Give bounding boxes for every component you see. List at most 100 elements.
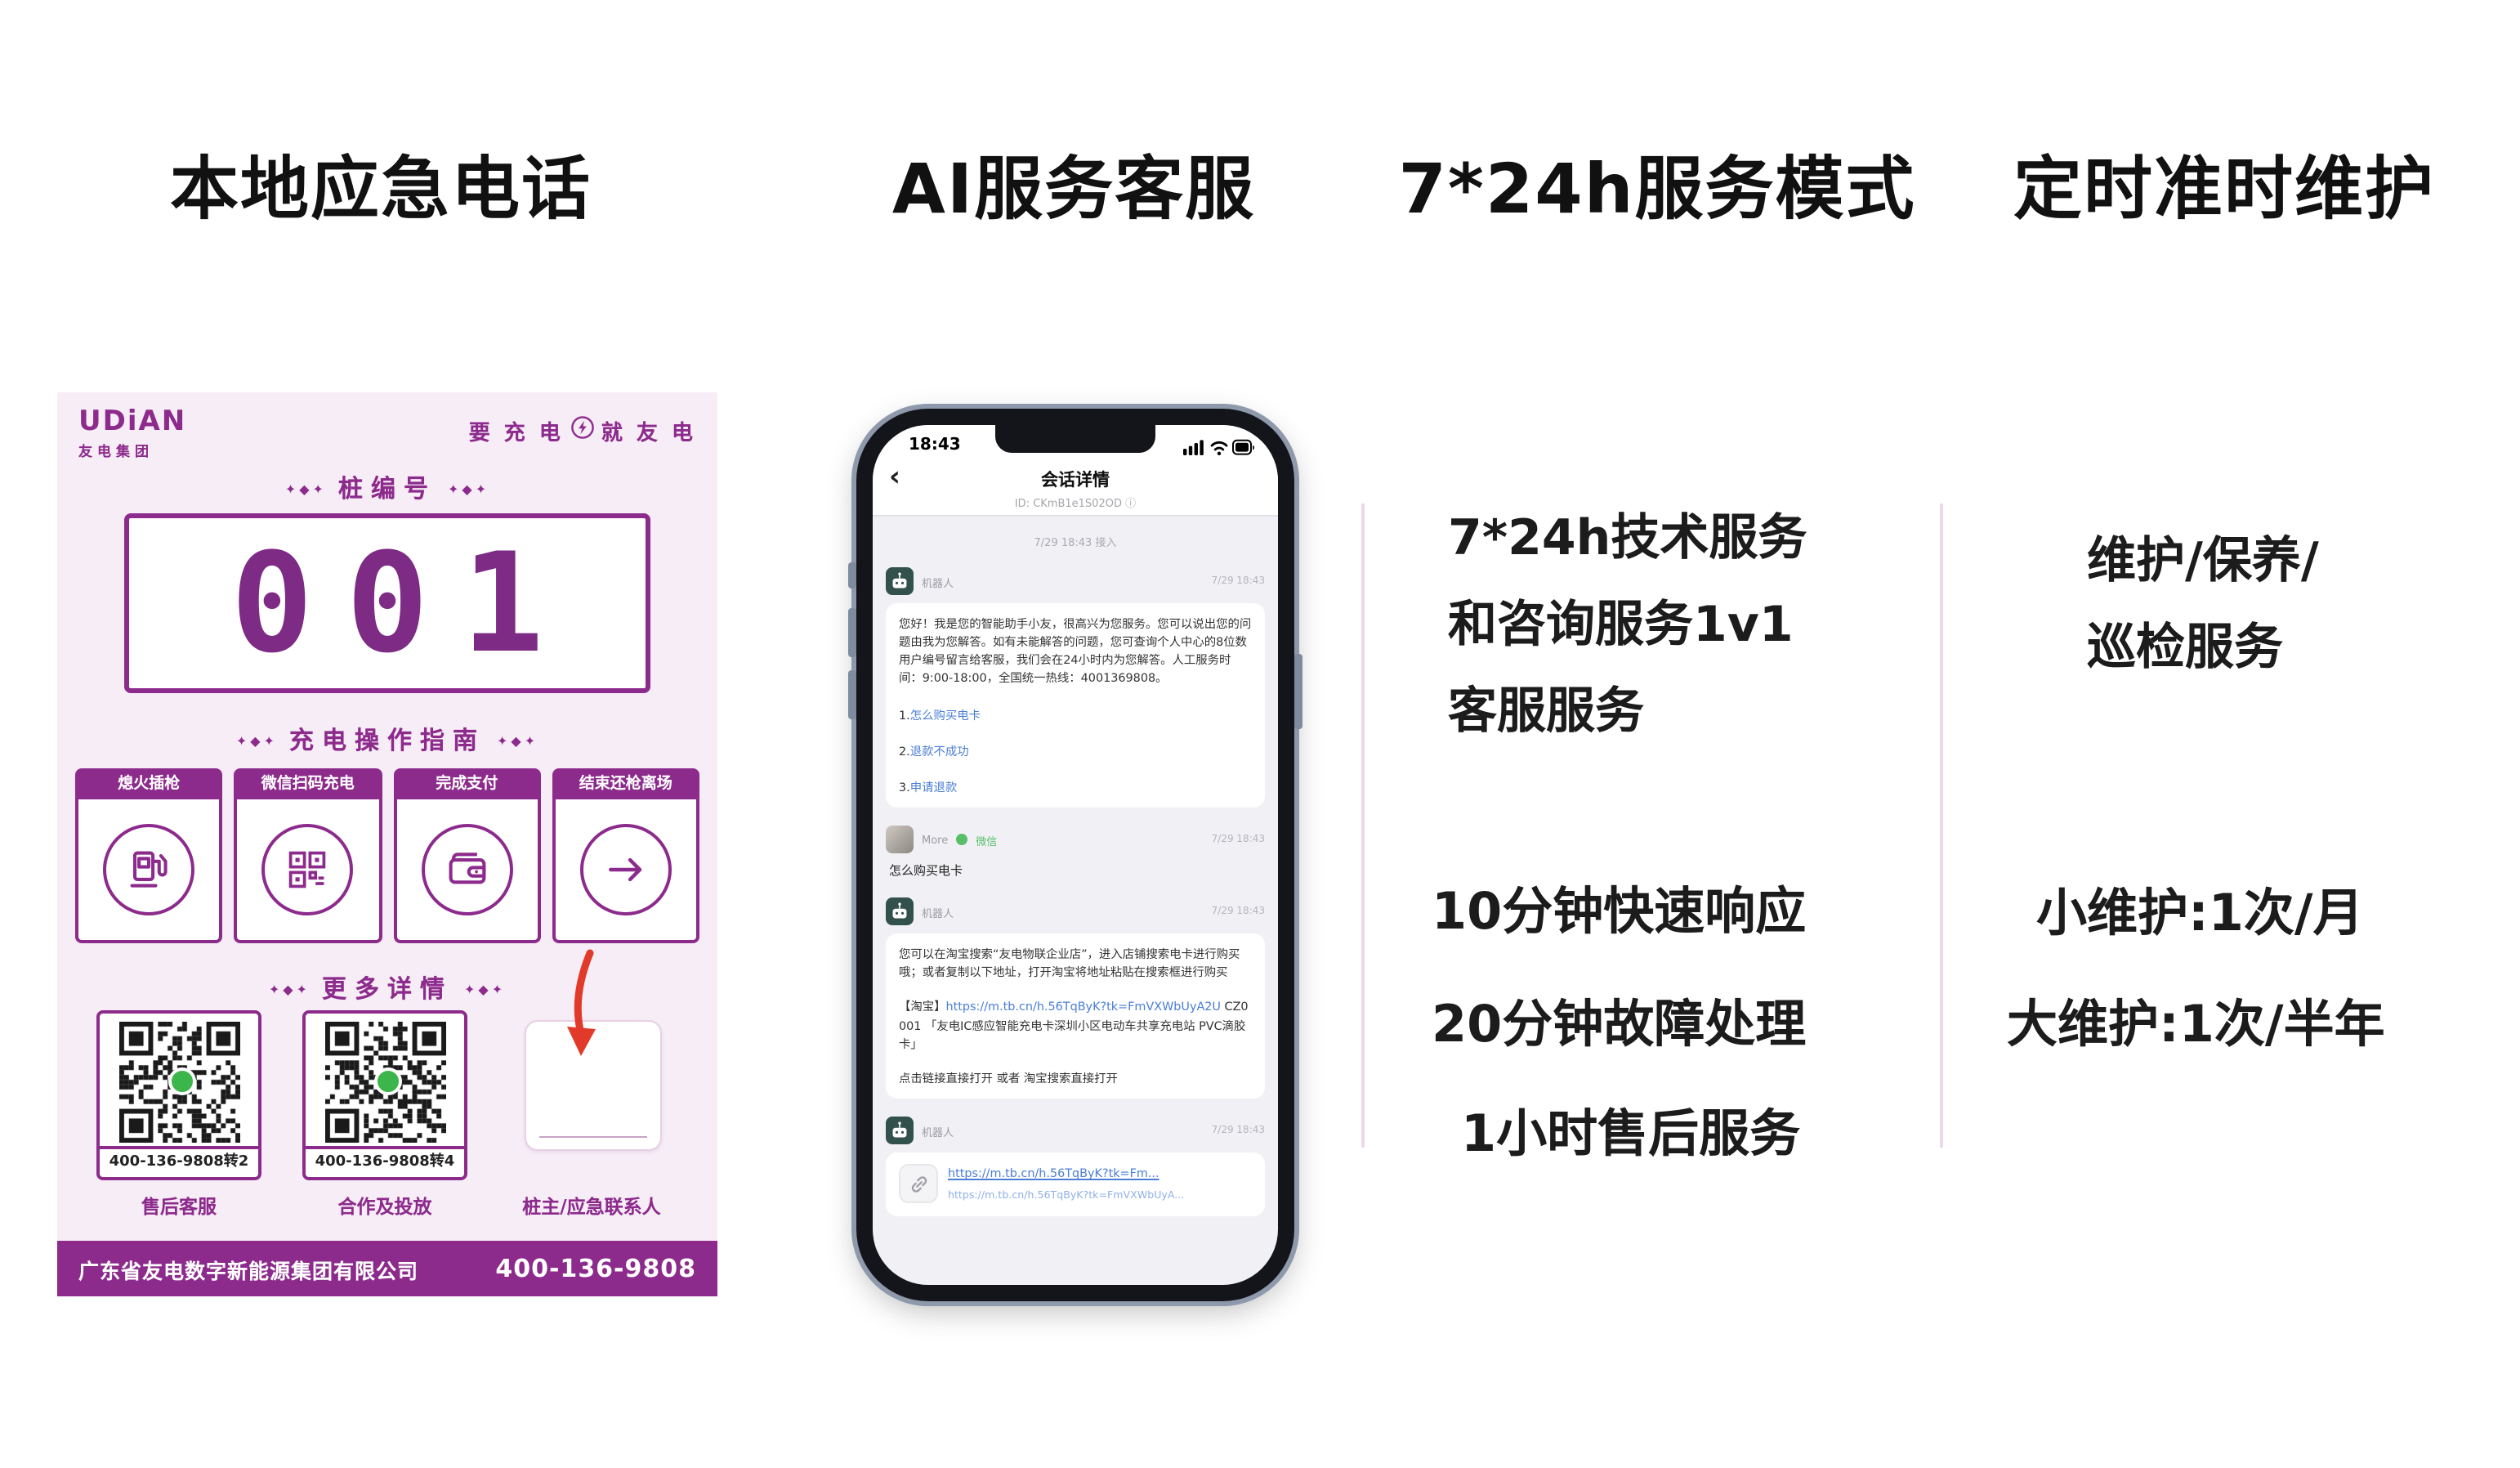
charging-steps: 熄火插枪 微信扫码充电 完成支付 结束还枪离场	[75, 768, 699, 943]
contact-writing-line	[539, 1136, 647, 1138]
sender-name: 机器人	[922, 576, 954, 589]
header-7x24-service-mode: 7*24h服务模式	[1398, 149, 1916, 229]
cooperation-qr-box: 400-136-9808转4	[302, 1010, 467, 1180]
mute-switch	[848, 562, 856, 589]
sender-name: 机器人	[922, 906, 954, 920]
chat-screen: 18:43 ‹ 会话详情 ID: CKmB1e1S02OD ⓘ	[873, 425, 1278, 1285]
header-ai-customer-service: AI服务客服	[891, 149, 1256, 229]
back-button[interactable]: ‹	[889, 461, 901, 494]
user-avatar	[886, 826, 914, 854]
message-time: 7/29 18:43	[1211, 575, 1265, 587]
poster-header: UDiAN 友电集团 要 充 电 就 友 电	[78, 408, 696, 461]
aftersales-label: 售后客服	[141, 1195, 217, 1218]
step-scan-qr: 微信扫码充电	[234, 768, 382, 943]
pile-number-box: 001	[124, 513, 650, 693]
maintenance-line-1: 维护/保养/	[2087, 533, 2319, 590]
column-divider	[1361, 504, 1365, 1148]
message-time: 7/29 18:43	[1211, 1125, 1265, 1137]
bot-message-taobao: 机器人 7/29 18:43 您可以在淘宝搜索“友电物联企业店”，进入店铺搜索电…	[886, 897, 1265, 1099]
chat-body: 7/29 18:43 接入 机器人 7/29 18:43 您好！我是您的智能助手…	[873, 517, 1278, 1285]
chat-title: 会话详情	[1041, 471, 1110, 490]
service-description: 7*24h技术服务 和咨询服务1v1 客服服务	[1448, 495, 1807, 755]
session-id: ID: CKmB1e1S02OD ⓘ	[1014, 497, 1137, 510]
quick-link-refund-failed[interactable]: 2.退款不成功	[899, 743, 969, 759]
ornament-left: ✦◆✦	[235, 734, 278, 749]
tagline-pre: 要 充 电	[468, 422, 564, 446]
poster-footer: 广东省友电数字新能源集团有限公司 400-136-9808	[57, 1241, 717, 1296]
header-local-emergency-phone: 本地应急电话	[169, 149, 592, 229]
ornament-left: ✦◆✦	[268, 982, 311, 997]
message-time: 7/29 18:43	[1211, 906, 1265, 918]
quick-link-buy-card[interactable]: 1.怎么购买电卡	[899, 707, 981, 723]
info-icon: ⓘ	[1125, 497, 1137, 510]
service-line-3: 客服服务	[1448, 683, 1644, 741]
step-label: 微信扫码充电	[234, 768, 382, 799]
user-question-text: 怎么购买电卡	[889, 863, 963, 879]
aftersales-phone-number: 400-136-9808转2	[100, 1146, 258, 1177]
status-time: 18:43	[909, 436, 961, 454]
red-pointer-arrow	[567, 949, 596, 1056]
card-link-secondary[interactable]: https://m.tb.cn/h.56TqByK?tk=FmVXWbUyA..…	[948, 1190, 1185, 1202]
link-icon	[899, 1164, 938, 1204]
power-button	[1294, 654, 1302, 729]
column-divider	[1940, 504, 1943, 1148]
charging-guide-section-title: ✦◆✦充电操作指南✦◆✦	[235, 726, 539, 755]
session-joined-time: 7/29 18:43 接入	[1034, 536, 1117, 549]
taobao-prefix: 【淘宝】	[899, 999, 946, 1014]
phone-notch	[995, 425, 1155, 453]
quick-link-apply-refund[interactable]: 3.申请退款	[899, 779, 958, 794]
open-link-hint: 点击链接直接打开 或者 淘宝搜索直接打开	[899, 1070, 1118, 1085]
taobao-link[interactable]: https://m.tb.cn/h.56TqByK?tk=FmVXWbUyA2U	[945, 999, 1221, 1014]
bot-bubble: 您可以在淘宝搜索“友电物联企业店”，进入店铺搜索电卡进行购买哦；或者复制以下地址…	[886, 933, 1265, 1099]
qr-code-icon	[289, 851, 327, 888]
arrow-right-icon	[608, 857, 641, 882]
bot-greeting-text: 您好！我是您的智能助手小友，很高兴为您服务。您可以说出您的问题由我为您解答。如有…	[899, 616, 1252, 686]
sender-name: 机器人	[922, 1126, 954, 1139]
service-line-2: 和咨询服务1v1	[1448, 597, 1794, 654]
user-channel: 微信	[976, 835, 998, 848]
link-card-bubble[interactable]: https://m.tb.cn/h.56TqByK?tk=Fm... https…	[886, 1152, 1265, 1216]
bot-avatar	[886, 1117, 914, 1145]
owner-contact-blank-box	[525, 1020, 662, 1151]
taobao-link-line: 【淘宝】https://m.tb.cn/h.56TqByK?tk=FmVXWbU…	[899, 998, 1252, 1053]
hotline-number: 400-136-9808	[495, 1254, 696, 1283]
smartphone-mockup: 18:43 ‹ 会话详情 ID: CKmB1e1S02OD ⓘ	[848, 409, 1302, 1301]
bot-avatar	[886, 567, 914, 595]
qr-center-logo	[168, 1067, 196, 1095]
udian-logo-block: UDiAN 友电集团	[78, 408, 186, 461]
big-maintenance-frequency: 大维护:1次/半年	[2007, 996, 2385, 1054]
service-fault-handling: 20分钟故障处理	[1432, 996, 1807, 1054]
step-finish-leave: 结束还枪离场	[552, 768, 699, 943]
card-link-primary[interactable]: https://m.tb.cn/h.56TqByK?tk=Fm...	[948, 1166, 1159, 1181]
qr-center-logo	[374, 1067, 402, 1095]
service-line-1: 7*24h技术服务	[1448, 510, 1807, 567]
aftersales-qr-box: 400-136-9808转2	[96, 1010, 261, 1180]
ornament-right: ✦◆✦	[448, 482, 490, 497]
step-label: 熄火插枪	[75, 768, 223, 799]
company-name: 广东省友电数字新能源集团有限公司	[78, 1258, 419, 1282]
pile-number: 001	[230, 523, 577, 683]
wallet-icon	[448, 853, 485, 884]
header-scheduled-maintenance: 定时准时维护	[2013, 149, 2436, 229]
owner-contact-label: 桩主/应急联系人	[522, 1195, 661, 1218]
more-details-section-title: ✦◆✦更多详情✦◆✦	[268, 974, 507, 1004]
pile-number-section-title: ✦◆✦桩编号✦◆✦	[284, 474, 490, 504]
user-message: More 微信 7/29 18:43 怎么购买电卡	[886, 826, 1265, 879]
charging-gun-icon	[130, 851, 168, 888]
cooperation-label: 合作及投放	[337, 1195, 432, 1218]
poster-tagline: 要 充 电 就 友 电	[469, 415, 696, 446]
small-maintenance-frequency: 小维护:1次/月	[2036, 884, 2364, 943]
cooperation-phone-number: 400-136-9808转4	[306, 1146, 464, 1177]
taobao-product-name: CZ0001 「友电IC感应智能充电卡深圳小区电动车共享充电站 PVC滴胶卡」	[899, 999, 1249, 1051]
bot-bubble: 您好！我是您的智能助手小友，很高兴为您服务。您可以说出您的问题由我为您解答。如有…	[886, 603, 1265, 808]
step-insert-gun: 熄火插枪	[75, 768, 223, 943]
step-complete-payment: 完成支付	[393, 768, 541, 943]
taobao-instruction-text: 您可以在淘宝搜索“友电物联企业店”，进入店铺搜索电卡进行购买哦；或者复制以下地址…	[899, 947, 1240, 980]
bot-avatar	[886, 897, 914, 926]
step-label: 完成支付	[393, 768, 541, 799]
ornament-right: ✦◆✦	[464, 982, 507, 997]
bot-message-greeting: 机器人 7/29 18:43 您好！我是您的智能助手小友，很高兴为您服务。您可以…	[886, 567, 1265, 808]
maintenance-description: 维护/保养/ 巡检服务	[2087, 518, 2319, 691]
bot-message-link-card: 机器人 7/29 18:43 https://m.tb.cn/h.56TqByK…	[886, 1117, 1265, 1216]
volume-up-button	[848, 608, 856, 657]
